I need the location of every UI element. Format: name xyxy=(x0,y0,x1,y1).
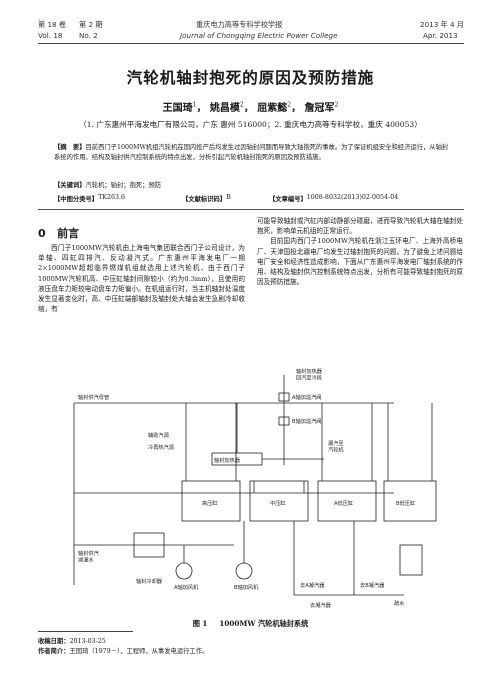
fan-a xyxy=(175,562,193,580)
label-lpa: A低压缸 xyxy=(334,499,353,507)
figure-caption-text: 1000MW 汽轮机轴封系统 xyxy=(219,619,309,628)
body-paragraph: 可能导致轴封或汽缸内部动静部分碰磨，进而导致汽轮机大轴在轴封处抱死，影响单元机组… xyxy=(257,217,463,236)
section-heading: 0 前言 xyxy=(38,225,79,241)
label-to-condenser-b: 去B凝汽器 xyxy=(360,581,385,589)
system-schematic: 轴封加热器回汽至冷段 A轴加溢汽阀 B轴加溢汽阀 轴封供汽母管 轴封加热器 辅助… xyxy=(73,367,437,609)
label-fan-b: B轴加风机 xyxy=(234,583,259,591)
running-header: 第 18 卷 第 2 期 重庆电力高等专科学校学报 2013 年 4 月 Vol… xyxy=(0,0,501,50)
article-number-value: 1008-8032(2013)02-0054-04 xyxy=(306,194,399,201)
label-drain: 疏水 xyxy=(394,599,405,607)
label-valve-a: A轴加溢汽阀 xyxy=(292,393,322,401)
valve-b xyxy=(278,416,290,426)
valve-a xyxy=(278,392,290,402)
affiliation: （1. 广东惠州平海发电厂有限公司，广东 惠州 516000；2. 重庆电力高等… xyxy=(79,120,422,129)
abstract: 【摘 要】目前西门子1000MW机组汽轮机在国内投产后均发生过因轴封问题而导致大… xyxy=(54,143,449,163)
header-rule xyxy=(38,43,464,44)
journal-name-cn: 重庆电力高等专科学校学报 xyxy=(196,20,283,29)
condenser-b-box xyxy=(399,544,423,576)
document-code: 【文献标识码】B xyxy=(182,194,231,203)
affiliation-mark: 2 xyxy=(334,101,339,109)
document-code-value: B xyxy=(226,194,231,201)
label-cooler: 轴封冷却器 xyxy=(136,577,163,585)
figure-caption: 图 1 1000MW 汽轮机轴封系统 xyxy=(0,619,501,629)
date-en: Apr. 2013 xyxy=(423,31,458,40)
label-cold-reheat-src: 冷再热汽源 xyxy=(148,443,175,451)
received-label: 收稿日期： xyxy=(38,638,70,645)
ip-casing xyxy=(249,480,309,522)
clc-label: 【中图分类号】 xyxy=(54,196,99,203)
author-separator: ， xyxy=(196,103,207,114)
journal-name-en: Journal of Chongqing Electric Power Coll… xyxy=(180,31,338,40)
label-valve-b: B轴加溢汽阀 xyxy=(292,417,322,425)
received-value: 2013-03-25 xyxy=(69,638,106,645)
affiliation-mark: 1 xyxy=(192,101,197,109)
volume-en: Vol. 18 xyxy=(38,31,63,40)
author-bio: 作者简介：王国琦（1979－），工程师，从事发电运行工作。 xyxy=(38,646,208,655)
keywords-text: 汽轮机；轴封；抱死；预防 xyxy=(85,182,162,189)
received-date: 收稿日期：2013-03-25 xyxy=(38,636,106,645)
author-name: 王国琦 xyxy=(162,103,193,114)
document-code-label: 【文献标识码】 xyxy=(182,196,227,203)
author-bio-text: 王国琦（1979－），工程师，从事发电运行工作。 xyxy=(69,648,209,655)
label-supply-header: 轴封供汽母管 xyxy=(78,393,109,401)
figure-number: 图 1 xyxy=(192,619,208,628)
label-leak-steam: 漏汽至汽轮机 xyxy=(328,439,344,454)
date-cn: 2013 年 4 月 xyxy=(420,20,465,29)
author-name: 詹冠军 xyxy=(304,103,335,114)
affiliation-mark: 2 xyxy=(239,101,244,109)
issue-en: No. 2 xyxy=(79,31,98,40)
body-paragraph: 西门子1000MW汽轮机由上海电气集团联合西门子公司设计，为单轴、四缸四排汽、反… xyxy=(38,244,245,314)
affiliation-mark: 2 xyxy=(287,101,292,109)
author-separator: ， xyxy=(291,103,302,114)
body-column-left: 西门子1000MW汽轮机由上海电气集团联合西门子公司设计，为单轴、四缸四排汽、反… xyxy=(38,243,245,314)
author-name: 姚昌模 xyxy=(209,103,240,114)
label-fan-a: A轴加风机 xyxy=(174,583,199,591)
issue-cn: 第 2 期 xyxy=(79,20,103,29)
body-paragraph: 目前国内西门子1000MW汽轮机在浙江玉环电厂、上海外高桥电厂、天津国投北疆电厂… xyxy=(257,237,463,287)
section-title: 前言 xyxy=(57,227,80,240)
keywords: 【关键词】汽轮机；轴封；抱死；预防 xyxy=(54,181,449,191)
author-bio-label: 作者简介： xyxy=(38,648,70,655)
author-separator: ， xyxy=(243,103,254,114)
abstract-text: 目前西门子1000MW机组汽轮机在国内投产后均发生过因轴封问题而导致大轴抱死的事… xyxy=(54,144,449,161)
label-ip: 中压缸 xyxy=(270,499,286,507)
label-cold-reheat: 轴封加热器回汽至冷段 xyxy=(296,367,323,382)
article-title: 汽轮机轴封抱死的原因及预防措施 xyxy=(126,69,375,87)
keywords-label: 【关键词】 xyxy=(54,182,86,189)
label-hp: 高压缸 xyxy=(202,499,218,507)
footnote-rule xyxy=(38,631,133,632)
cooler-box xyxy=(133,532,165,558)
label-lpb: B低压缸 xyxy=(396,499,415,507)
author-name: 屈紫懿 xyxy=(257,103,288,114)
clc-code: 【中图分类号】TK263.6 xyxy=(54,194,125,203)
figure-gland-seal-system: 轴封加热器回汽至冷段 A轴加溢汽阀 B轴加溢汽阀 轴封供汽母管 轴封加热器 辅助… xyxy=(64,355,441,610)
article-number-label: 【文章编号】 xyxy=(269,196,307,203)
hp-casing xyxy=(181,480,241,522)
label-desuper: 轴封供汽减温水 xyxy=(78,549,100,564)
label-gland-heater: 轴封加热器 xyxy=(214,456,241,464)
author-list: 王国琦1， 姚昌模2， 屈紫懿2， 詹冠军2 xyxy=(0,99,501,114)
lpb-casing xyxy=(383,480,437,522)
abstract-label: 【摘 要】 xyxy=(54,144,86,151)
label-to-condenser-a: 去A凝汽器 xyxy=(300,581,325,589)
label-aux-steam: 辅助汽源 xyxy=(148,431,170,439)
volume-cn: 第 18 卷 xyxy=(38,20,67,29)
abstract-divider xyxy=(38,209,464,210)
article-number: 【文章编号】1008-8032(2013)02-0054-04 xyxy=(269,194,398,203)
body-column-right: 可能导致轴封或汽缸内部动静部分碰磨，进而导致汽轮机大轴在轴封处抱死，影响单元机组… xyxy=(257,216,463,287)
clc-value: TK263.6 xyxy=(98,194,126,201)
fan-b xyxy=(235,562,253,580)
label-condenser: 去凝汽器 xyxy=(310,601,332,609)
section-number: 0 xyxy=(38,227,46,240)
lpa-casing xyxy=(317,480,377,522)
